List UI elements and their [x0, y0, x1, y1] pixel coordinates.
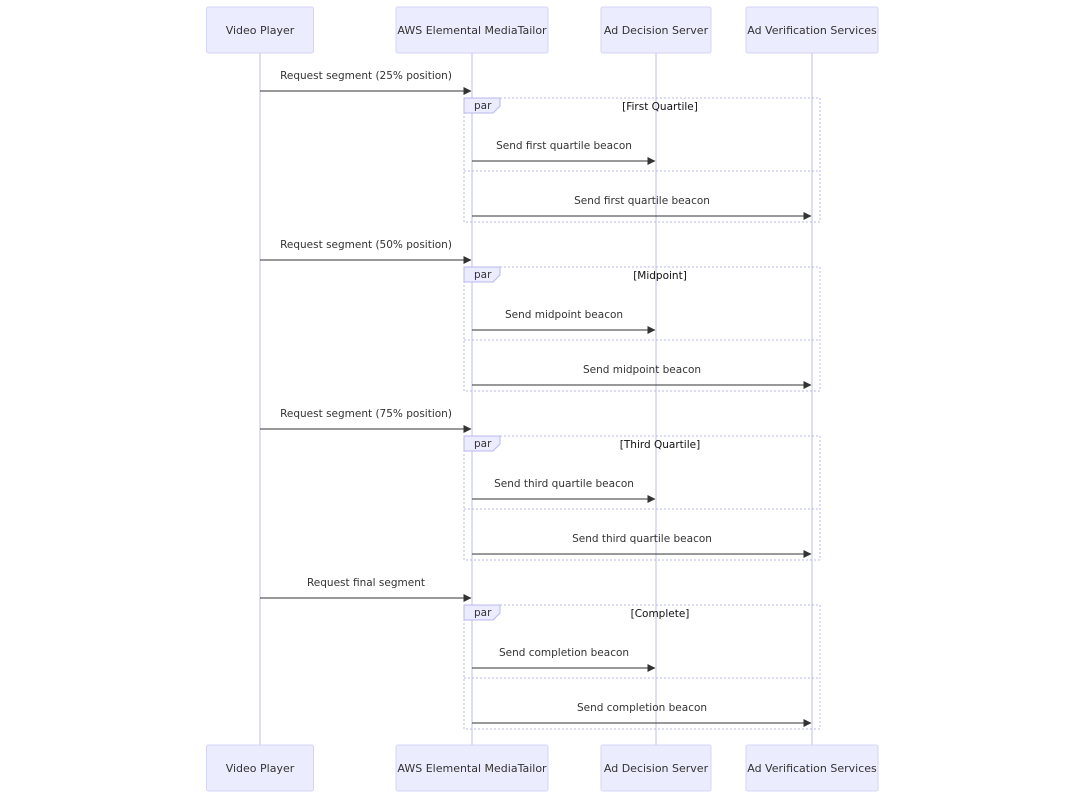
- frame-condition-label: [Third Quartile]: [620, 439, 700, 451]
- participant-box: [745, 6, 879, 54]
- message-label: Request final segment: [307, 577, 425, 589]
- message-label: Send completion beacon: [577, 702, 707, 714]
- message-label: Send midpoint beacon: [505, 309, 623, 321]
- message-label: Send completion beacon: [499, 647, 629, 659]
- par-frames: par [First Quartile] par [Midpoint] par [Thir…: [463, 97, 821, 730]
- frame-border: [463, 435, 821, 561]
- beacon-message-2-ads: Send midpoint beacon: [472, 309, 656, 334]
- request-message-3: Request segment (75% position): [260, 408, 472, 433]
- participant-mt-top: AWS Elemental MediaTailor: [395, 6, 549, 54]
- frame-condition-label: [Midpoint]: [633, 270, 687, 282]
- frame-condition-label: [First Quartile]: [622, 101, 698, 113]
- message-label: Request segment (50% position): [280, 239, 452, 251]
- beacon-message-3-avs: Send third quartile beacon: [472, 533, 812, 558]
- frame-kind-tab: [463, 604, 501, 621]
- par-frame-4: par [Complete]: [463, 604, 821, 730]
- participant-vp-bottom: Video Player: [206, 744, 314, 792]
- participant-box: [600, 6, 712, 54]
- participant-label: Video Player: [226, 762, 295, 775]
- participant-label: AWS Elemental MediaTailor: [397, 762, 547, 775]
- message-label: Send midpoint beacon: [583, 364, 701, 376]
- request-message-4: Request final segment: [260, 577, 472, 602]
- participant-box: [395, 6, 549, 54]
- participants-bottom: Video Player AWS Elemental MediaTailor Ad …: [206, 744, 879, 792]
- frame-kind-tab: [463, 97, 501, 114]
- message-label: Request segment (75% position): [280, 408, 452, 420]
- participant-ads-bottom: Ad Decision Server: [600, 744, 712, 792]
- beacon-message-4-ads: Send completion beacon: [472, 647, 656, 672]
- message-label: Send first quartile beacon: [574, 195, 710, 207]
- frame-kind-tab: [463, 435, 501, 452]
- participant-box: [745, 744, 879, 792]
- par-frame-2: par [Midpoint]: [463, 266, 821, 392]
- participant-box: [206, 744, 314, 792]
- frame-kind-label: par: [474, 269, 492, 281]
- participant-label: Ad Verification Services: [747, 762, 877, 775]
- frame-kind-label: par: [474, 607, 492, 619]
- message-label: Send first quartile beacon: [496, 140, 632, 152]
- request-message-2: Request segment (50% position): [260, 239, 472, 264]
- participants-top: Video Player AWS Elemental MediaTailor Ad …: [206, 6, 879, 54]
- participant-label: Ad Decision Server: [604, 762, 709, 775]
- participant-vp-top: Video Player: [206, 6, 314, 54]
- request-message-1: Request segment (25% position): [260, 70, 472, 95]
- participant-box: [206, 6, 314, 54]
- beacon-message-4-avs: Send completion beacon: [472, 702, 812, 727]
- participant-ads-top: Ad Decision Server: [600, 6, 712, 54]
- message-label: Send third quartile beacon: [494, 478, 634, 490]
- frame-kind-tab: [463, 266, 501, 283]
- lifelines: [259, 53, 813, 745]
- participant-box: [600, 744, 712, 792]
- frame-border: [463, 266, 821, 392]
- frame-condition-label: [Complete]: [631, 608, 690, 620]
- frame-kind-label: par: [474, 438, 492, 450]
- participant-box: [395, 744, 549, 792]
- participant-avs-bottom: Ad Verification Services: [745, 744, 879, 792]
- frame-kind-label: par: [474, 100, 492, 112]
- par-frame-3: par [Third Quartile]: [463, 435, 821, 561]
- beacon-message-2-avs: Send midpoint beacon: [472, 364, 812, 389]
- frame-border: [463, 97, 821, 223]
- participant-label: Ad Verification Services: [747, 24, 877, 37]
- participant-label: AWS Elemental MediaTailor: [397, 24, 547, 37]
- participant-mt-bottom: AWS Elemental MediaTailor: [395, 744, 549, 792]
- beacon-message-3-ads: Send third quartile beacon: [472, 478, 656, 503]
- frame-border: [463, 604, 821, 730]
- participant-label: Ad Decision Server: [604, 24, 709, 37]
- participant-avs-top: Ad Verification Services: [745, 6, 879, 54]
- messages: Request segment (25% position) Send first…: [260, 70, 812, 727]
- par-frame-1: par [First Quartile]: [463, 97, 821, 223]
- participant-label: Video Player: [226, 24, 295, 37]
- beacon-message-1-ads: Send first quartile beacon: [472, 140, 656, 165]
- beacon-message-1-avs: Send first quartile beacon: [472, 195, 812, 220]
- message-label: Send third quartile beacon: [572, 533, 712, 545]
- message-label: Request segment (25% position): [280, 70, 452, 82]
